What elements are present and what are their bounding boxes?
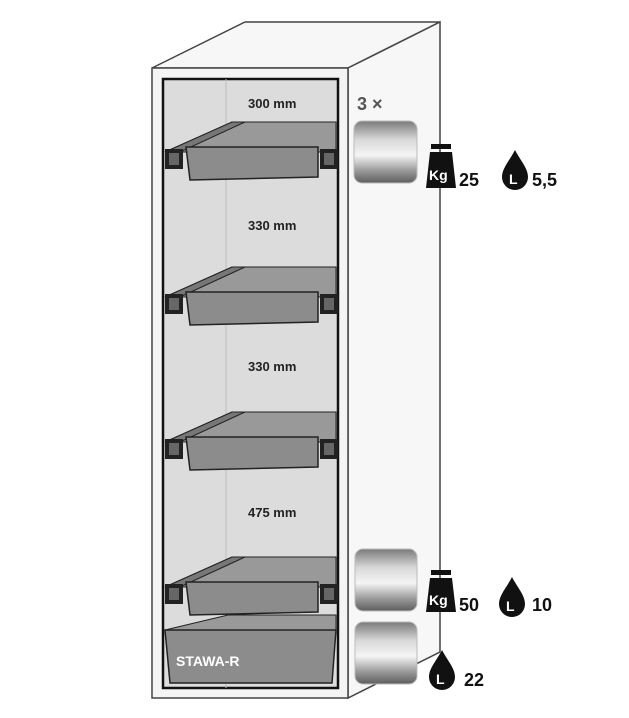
weight-icon: Kg [426,144,456,188]
bottom-sump: STAWA-R [164,614,337,684]
shelf-load-kg: 25 [459,170,479,190]
compartment-height-4: 475 mm [248,505,296,520]
volume-icon: L [499,577,525,617]
volume-icon: L [429,650,455,690]
shelf [164,121,338,181]
svg-text:L: L [506,598,515,614]
shelf-volume-l: 5,5 [532,170,557,190]
bottom-tray-load-kg: 50 [459,595,479,615]
svg-text:Kg: Kg [429,592,448,608]
shelf [164,411,338,471]
shelf-icon [353,120,418,184]
weight-icon: Kg [426,570,456,612]
model-label: STAWA-R [176,653,240,669]
svg-text:Kg: Kg [429,167,448,183]
shelf [164,556,338,616]
bottom-tray-volume-l: 10 [532,595,552,615]
shelf-count-label: 3 × [357,94,383,114]
sump-volume-l: 22 [464,670,484,690]
shelf [164,266,338,326]
compartment-height-1: 300 mm [248,96,296,111]
volume-icon: L [502,150,528,190]
compartment-height-3: 330 mm [248,359,296,374]
svg-text:L: L [436,671,445,687]
svg-text:L: L [509,171,518,187]
bottom-tray-icon [354,548,418,612]
sump-icon [354,621,418,685]
compartment-height-2: 330 mm [248,218,296,233]
